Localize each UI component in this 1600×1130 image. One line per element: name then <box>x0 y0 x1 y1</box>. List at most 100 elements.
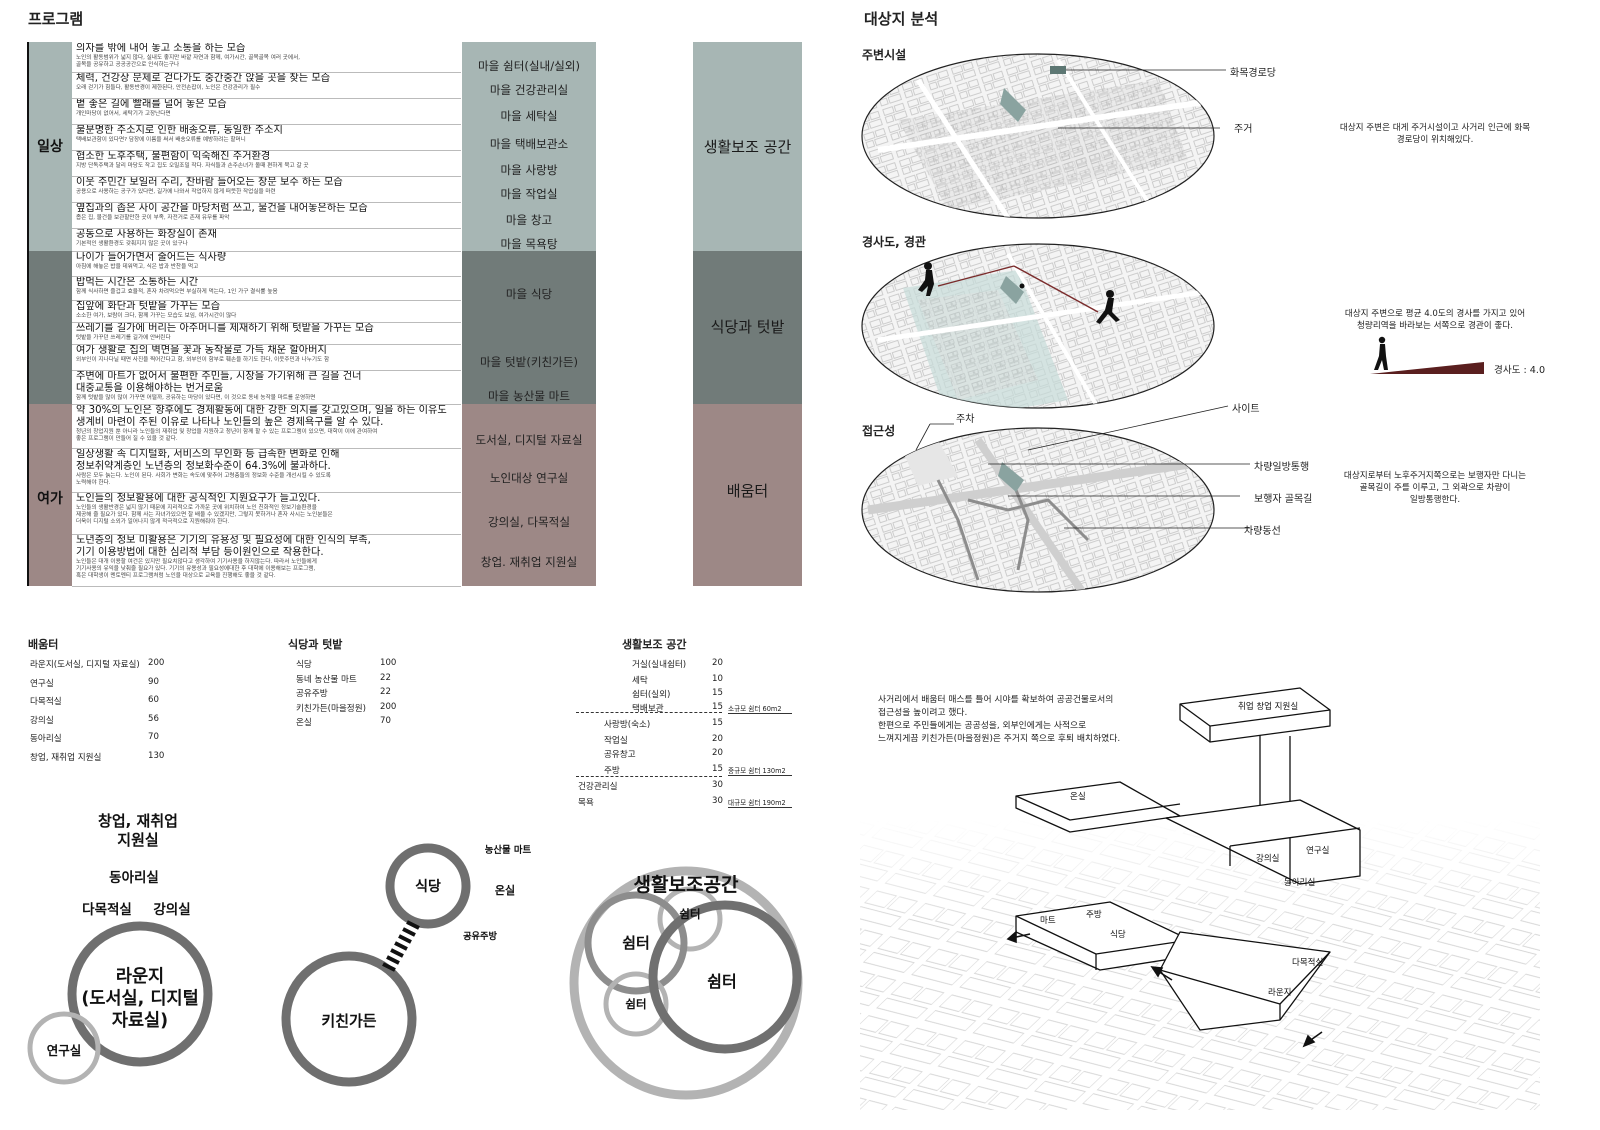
program-row: 약 30%의 노인은 향후에도 경제활동에 대한 강한 의지를 갖고있으며, 일… <box>76 405 456 448</box>
facility-label: 마을 농산물 마트 <box>487 389 571 403</box>
area-title-support: 생활보조 공간 <box>622 638 687 651</box>
area-row-value: 56 <box>148 713 159 724</box>
program-row: 주변에 마트가 없어서 불편한 주민들, 시장을 가기위해 큰 길을 건너 대중… <box>76 371 456 404</box>
row-separator <box>72 251 461 252</box>
bubble-cafeteria <box>385 843 471 929</box>
mass-label-cafeteria: 식당 <box>1110 930 1126 940</box>
area-row-name: 키친가든(마을정원) <box>296 703 366 714</box>
area-row-name: 택배보관 <box>632 704 664 714</box>
support-dash-2 <box>576 776 722 777</box>
area-row-name: 목욕 <box>578 798 594 808</box>
row-separator <box>72 72 461 73</box>
facility-label: 강의실, 다목적실 <box>487 515 571 529</box>
mass-label-greenhouse: 온실 <box>1070 792 1086 802</box>
site-panel-2-label: 경사도, 경관 <box>862 235 926 249</box>
bubble-link <box>382 920 420 972</box>
row-separator <box>72 300 461 301</box>
program-row-main: 집앞에 화단과 텃밭을 가꾸는 모습 <box>76 301 221 312</box>
area-row-value: 30 <box>712 780 723 790</box>
area-row-value: 20 <box>712 658 723 668</box>
program-row-detail: 아침에 해놓은 밥을 데워먹고, 식은 밥과 반찬을 먹고 <box>76 264 199 270</box>
mass-startup-top <box>1179 687 1331 743</box>
bubble-research <box>27 1011 101 1085</box>
facility-label: 마을 건강관리실 <box>489 83 569 97</box>
area-row-value: 200 <box>380 701 397 712</box>
facility-label: 마을 식당 <box>505 287 553 301</box>
row-separator <box>72 492 461 493</box>
area-row-name: 온실 <box>296 718 312 729</box>
mass-label-mart: 마트 <box>1040 916 1056 926</box>
bubble-text-lounge: 라운지 (도서실, 디지털 자료실) <box>81 967 199 1031</box>
row-separator <box>72 344 461 345</box>
area-row-value: 15 <box>712 702 723 712</box>
row-separator <box>72 370 461 371</box>
bubble-text-lecture: 강의실 <box>153 902 191 918</box>
area-row-value: 15 <box>712 688 723 698</box>
bubble-diagrams <box>27 843 803 1100</box>
area-row-name: 창업, 재취업 지원실 <box>30 753 102 763</box>
area-title-learning: 배움터 <box>28 638 59 651</box>
slope-label: 경사도 : 4.0 <box>1494 365 1546 376</box>
bubble-shelter-left <box>584 891 688 995</box>
site-note-1: 대상지 주변은 대게 주거시설이고 사거리 인근에 화목 경로당이 위치해있다. <box>1339 123 1531 145</box>
mass-label-club: 동아리실 <box>1284 878 1316 888</box>
mass-label-lecture: 강의실 <box>1256 854 1280 864</box>
area-row-value: 30 <box>712 796 723 806</box>
category-bar-leisure <box>28 404 72 586</box>
row-separator <box>72 150 461 151</box>
bubble-text-research: 연구실 <box>46 1043 82 1058</box>
row-separator <box>72 228 461 229</box>
facility-label: 마을 쉼터(실내/실외) <box>478 59 580 73</box>
program-row-detail: 골목을 공유하고 공공공간으로 인식하는구나 <box>76 62 180 68</box>
bubble-text-club: 동아리실 <box>109 870 159 886</box>
mass-label-kitchen: 주방 <box>1086 910 1102 920</box>
program-row-detail: 소소한 여가, 보람이 크다, 함께 가꾸는 모습도 보임, 여가시간이 많다 <box>76 313 237 319</box>
program-row-main: 노년층의 정보 미활용은 기기의 유용성 및 필요성에 대한 인식의 부족, 기… <box>76 535 371 558</box>
bubble-text-shelter-4: 쉼터 <box>707 972 737 991</box>
bubble-shelter-bottom <box>603 971 669 1037</box>
program-row-detail: 텃밭을 가꾸던 쓰레기를 길가에 안버린다 <box>76 335 171 341</box>
area-row-name: 작업실 <box>604 736 628 746</box>
area-row-value: 22 <box>380 672 391 683</box>
program-row-main: 의자를 밖에 내어 놓고 소통을 하는 모습 <box>76 43 246 54</box>
facility-label: 마을 사랑방 <box>500 163 558 177</box>
facility-label: 마을 목욕탕 <box>500 237 558 251</box>
program-row-detail: 청년의 창업지원 뿐 아니라 노인들의 재취업 및 창업을 지원하고 청년이 함… <box>76 429 378 435</box>
slope-person-icon <box>1374 336 1388 370</box>
mass-label-startup: 취업 창업 지원실 <box>1238 702 1299 712</box>
callout-residential: 주거 <box>1234 124 1253 135</box>
massing-description: 사거리에서 배움터 매스를 틀어 시야를 확보하여 공공건물로서의 접근성을 높… <box>878 695 1121 744</box>
program-row-main: 여가 생활로 집의 벽면을 꽃과 농작물로 가득 채운 할아버지 <box>76 345 327 356</box>
area-row-value: 70 <box>148 732 159 743</box>
person-icon <box>918 262 1120 324</box>
site-title: 대상지 분석 <box>864 10 939 28</box>
group-label-learning: 배움터 <box>726 482 769 500</box>
area-row-name: 사랑방(숙소) <box>604 720 651 730</box>
program-row-main: 체력, 건강상 문제로 걷다가도 중간중간 앉을 곳을 찾는 모습 <box>76 73 331 84</box>
program-row-detail: 지방 단독주택과 달리 마당도 작고 집도 오밀조밀 작다. 자식들과 손주손녀… <box>76 163 309 169</box>
area-row-value: 70 <box>380 716 391 727</box>
program-row-main: 일상생활 속 디지털화, 서비스의 무인화 등 급속한 변화로 인해 정보취약계… <box>76 449 340 472</box>
facility-bg-3 <box>462 404 596 586</box>
bubble-text-greenhouse: 온실 <box>494 884 516 897</box>
program-row-main: 옆집과의 좁은 사이 공간을 마당처럼 쓰고, 물건을 내어놓은하는 모습 <box>76 203 368 214</box>
program-row: 노년층의 정보 미활용은 기기의 유용성 및 필요성에 대한 인식의 부족, 기… <box>76 535 456 586</box>
program-title: 프로그램 <box>28 10 84 28</box>
site-panel-3-label: 접근성 <box>862 424 896 438</box>
facility-label: 도서실, 디지털 자료실 <box>475 433 583 447</box>
program-row-detail: 기기사용의 유익을 낮춰줄 필요가 있다. 기기의 유용성과 필요성에대한 후 … <box>76 566 316 572</box>
slope-wedge <box>1370 362 1484 374</box>
bubble-text-shelter-3: 쉼터 <box>625 997 647 1011</box>
mass-greenhouse <box>1015 781 1181 833</box>
program-row-main: 불분명한 주소지로 인한 배송오류, 동일한 주소지 <box>76 125 283 136</box>
map-slope <box>861 243 1215 409</box>
program-row-main: 노인들의 정보활용에 대한 공식적인 지원요구가 늘고있다. <box>76 493 321 504</box>
program-row-main: 나이가 들어가면서 줄어드는 식사량 <box>76 252 227 263</box>
area-row-name: 다목적실 <box>30 697 62 708</box>
